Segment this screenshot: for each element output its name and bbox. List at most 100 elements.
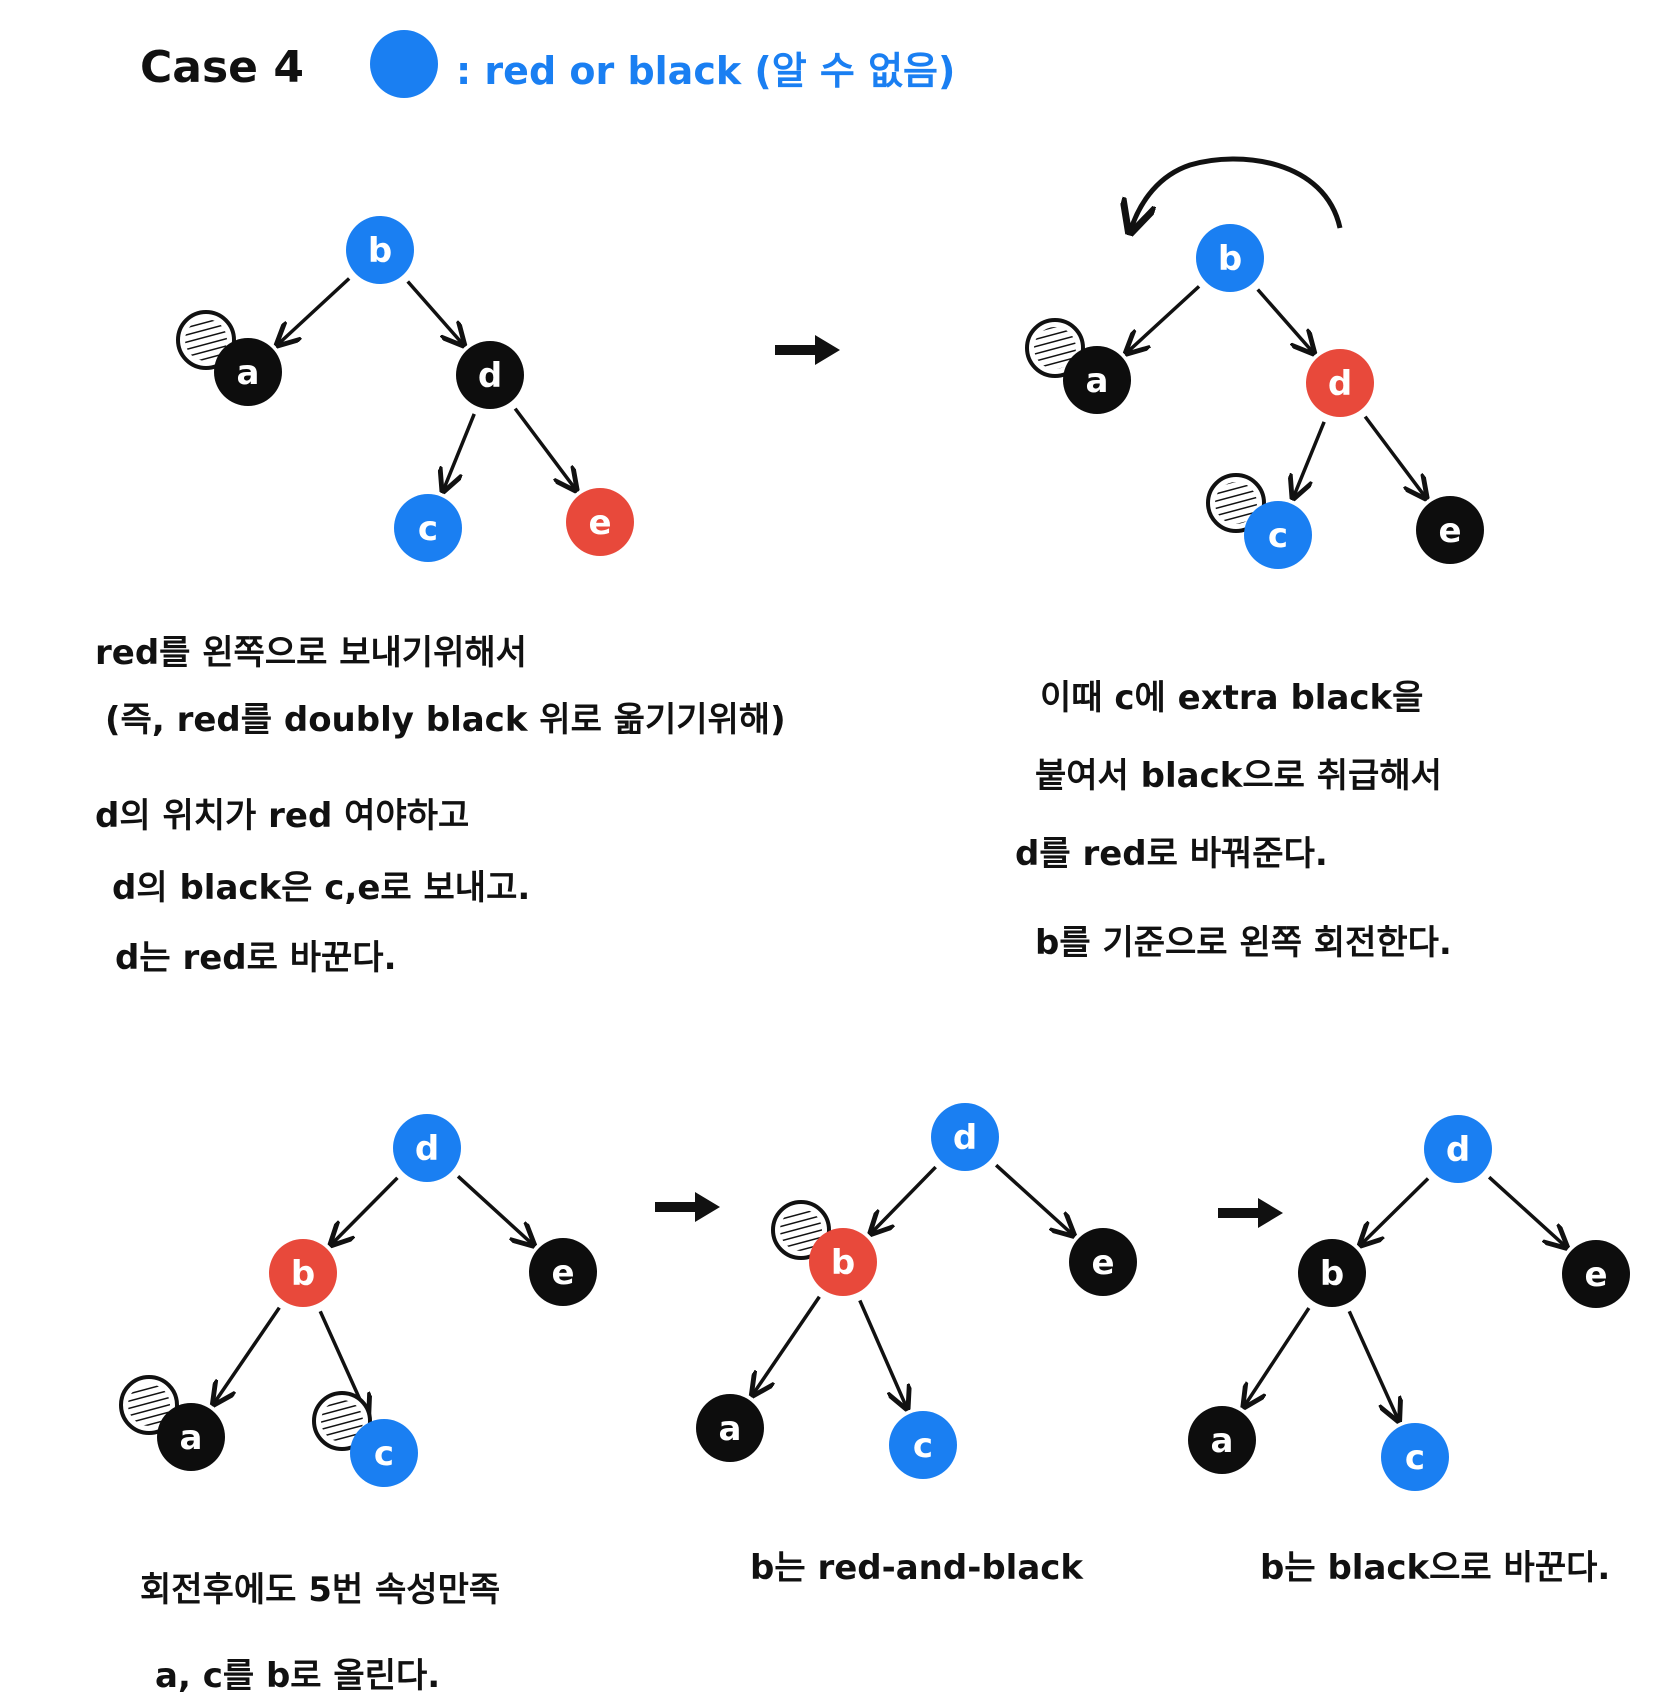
edge-t2-b-a [1126, 285, 1201, 353]
note-line: 붙여서 black으로 취급해서 [1035, 756, 1442, 796]
node-t5-c: c [1381, 1423, 1449, 1491]
node-circle [350, 1419, 418, 1487]
note-line: red를 왼쪽으로 보내기위해서 [95, 633, 527, 673]
edge-t2-b-d [1256, 288, 1314, 353]
node-circle [346, 216, 414, 284]
node-circle [214, 338, 282, 406]
node-t5-d: d [1424, 1115, 1492, 1183]
rotation-arrow [1130, 156, 1343, 232]
node-label: b [1218, 239, 1242, 279]
node-t2-e: e [1416, 496, 1484, 564]
node-t1-a: a [176, 310, 282, 406]
node-circle [1069, 1228, 1137, 1296]
node-circle [1424, 1115, 1492, 1183]
extra-black-marker [185, 319, 227, 361]
case-title: Case 4 [140, 42, 304, 93]
edge-t3-d-b [331, 1176, 399, 1245]
edge-t5-b-c [1347, 1310, 1398, 1420]
edges-layer [214, 277, 1567, 1421]
transition-arrow-2 [655, 1192, 720, 1222]
node-circle [269, 1239, 337, 1307]
node-circle [1188, 1406, 1256, 1474]
extra-black-marker [780, 1209, 822, 1251]
node-circle [157, 1403, 225, 1471]
edge-t4-d-b [871, 1165, 937, 1233]
edge-t1-b-a [277, 277, 351, 345]
edge-t3-b-a [214, 1306, 281, 1404]
note-line: b를 기준으로 왼쪽 회전한다. [1035, 923, 1452, 963]
node-t1-e: e [566, 488, 634, 556]
node-label: b [1320, 1254, 1344, 1294]
node-circle [1562, 1240, 1630, 1308]
edge-t3-d-e [456, 1175, 533, 1245]
node-label: c [1405, 1438, 1425, 1478]
node-label: b [291, 1254, 315, 1294]
node-circle [394, 494, 462, 562]
node-circle [1416, 496, 1484, 564]
node-label: e [1438, 511, 1461, 551]
node-t3-e: e [529, 1238, 597, 1306]
edge-t5-b-a [1244, 1307, 1311, 1407]
node-t1-c: c [394, 494, 462, 562]
node-label: b [368, 231, 392, 271]
node-t1-d: d [456, 341, 524, 409]
node-t5-b: b [1298, 1239, 1366, 1307]
node-t2-c: c [1206, 473, 1312, 569]
node-circle [529, 1238, 597, 1306]
extra-black-marker [1034, 327, 1076, 369]
edge-t2-d-c [1293, 421, 1326, 498]
node-label: a [1086, 361, 1109, 401]
node-circle [1306, 349, 1374, 417]
legend-label: : red or black (알 수 없음) [456, 49, 956, 93]
edge-t1-b-d [406, 280, 464, 345]
node-circle [1063, 346, 1131, 414]
node-label: c [913, 1426, 933, 1466]
node-t5-a: a [1188, 1406, 1256, 1474]
node-label: c [374, 1434, 394, 1474]
node-t4-b: b [771, 1200, 877, 1296]
edge-t5-d-b [1361, 1177, 1430, 1244]
node-label: e [551, 1253, 574, 1293]
node-t2-d: d [1306, 349, 1374, 417]
node-circle [393, 1114, 461, 1182]
legend-swatch [370, 30, 438, 98]
node-t4-a: a [696, 1394, 764, 1462]
node-label: e [588, 503, 611, 543]
node-t4-c: c [889, 1411, 957, 1479]
node-circle [1381, 1423, 1449, 1491]
note-line: (즉, red를 doubly black 위로 옮기기위해) [105, 700, 786, 740]
node-label: e [1091, 1243, 1114, 1283]
note-line: d를 red로 바꿔준다. [1015, 834, 1328, 874]
node-circle [566, 488, 634, 556]
node-t4-d: d [931, 1103, 999, 1171]
decoration-layer [655, 156, 1343, 1228]
note-line: d의 black은 c,e로 보내고. [112, 868, 531, 908]
note-bottom-right: b는 black으로 바꾼다. [1260, 1548, 1611, 1588]
note-line: 회전후에도 5번 속성만족 [140, 1570, 501, 1610]
node-circle [696, 1394, 764, 1462]
node-label: a [180, 1418, 203, 1458]
node-t3-c: c [312, 1391, 418, 1487]
node-circle [1196, 224, 1264, 292]
edge-t2-d-e [1363, 415, 1426, 498]
edge-t5-d-e [1487, 1175, 1566, 1247]
edge-t1-d-c [443, 413, 476, 491]
node-circle [931, 1103, 999, 1171]
node-t3-a: a [119, 1375, 225, 1471]
node-label: a [719, 1409, 742, 1449]
note-line: d의 위치가 red 여야하고 [95, 796, 470, 836]
node-t2-b: b [1196, 224, 1264, 292]
node-label: b [831, 1243, 855, 1283]
node-circle [456, 341, 524, 409]
node-label: a [1211, 1421, 1234, 1461]
node-label: a [237, 353, 260, 393]
note-line: a, c를 b로 올린다. [155, 1656, 441, 1696]
edge-t4-d-e [994, 1163, 1073, 1235]
extra-black-marker [1215, 482, 1257, 524]
node-circle [1298, 1239, 1366, 1307]
node-label: d [478, 356, 502, 396]
node-label: d [1328, 364, 1352, 404]
node-t3-b: b [269, 1239, 337, 1307]
node-t1-b: b [346, 216, 414, 284]
